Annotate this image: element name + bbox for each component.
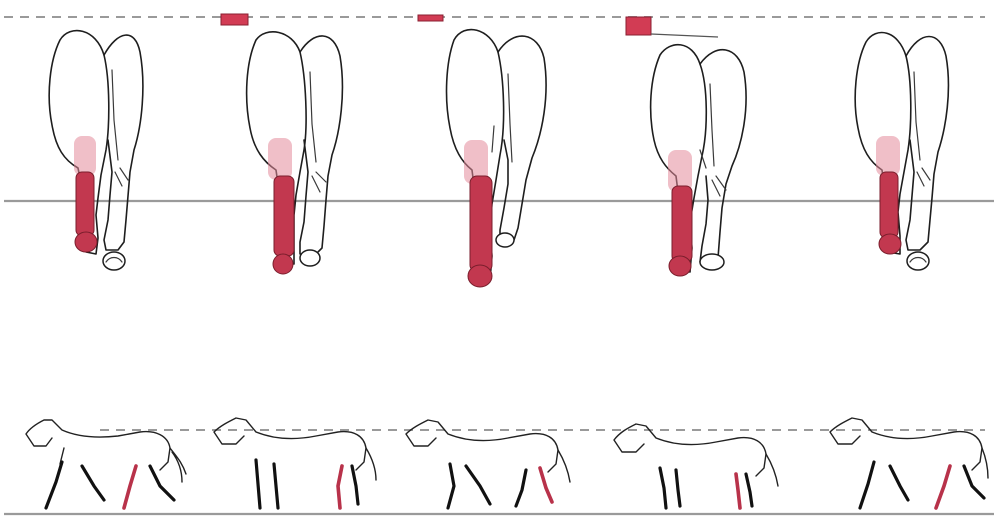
side-view-horse-5 (830, 418, 988, 508)
side-view-horse-1 (26, 420, 186, 508)
head-nod-marker-4 (626, 17, 718, 37)
rear-view-horse-2 (247, 32, 343, 274)
side-view-horse-3 (406, 420, 570, 508)
side-view-horse-4 (614, 424, 778, 508)
head-nod-marker-3 (418, 15, 443, 21)
head-nod-marker-2 (221, 14, 248, 25)
rear-view-horse-1 (49, 31, 143, 270)
rear-view-horse-5 (855, 33, 948, 270)
rear-view-horse-3 (447, 30, 547, 287)
rear-view-horse-4 (651, 45, 746, 276)
side-view-horse-2 (214, 418, 376, 508)
